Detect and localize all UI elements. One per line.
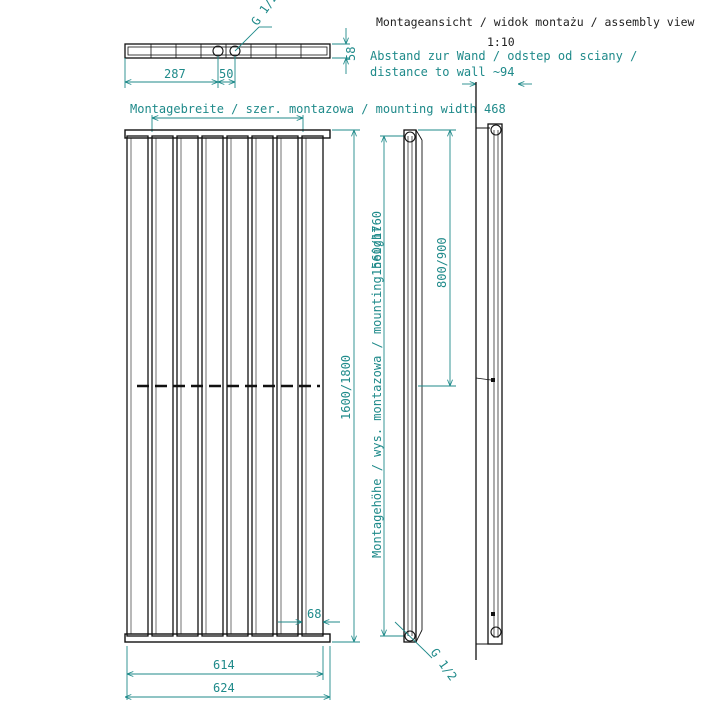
front-view: Montagebreite / szer. montazowa / mounti… [124, 102, 506, 700]
top-view: G 1/2 58 287 50 [124, 0, 358, 88]
width-inner-label: 614 [213, 658, 235, 672]
mounting-width-label: Montagebreite / szer. montazowa / mounti… [130, 102, 506, 116]
top-view-body [124, 43, 331, 59]
tube-spacing-label: 68 [307, 607, 321, 621]
top-view-segments [150, 44, 302, 58]
top-connection-label: G 1/2 [248, 0, 280, 28]
height-mount-label: 1560/1760 [370, 211, 384, 276]
height-half-label: 800/900 [435, 237, 449, 288]
side-view-panel [403, 129, 417, 643]
wall-distance-label-line2: distance to wall ~94 [370, 65, 515, 79]
side-view-top-connection [404, 131, 416, 143]
bottom-connection-label: G 1/2 [428, 646, 460, 684]
side-view-bottom-connection [404, 630, 416, 642]
side-view: G 1/2 800/900 [394, 129, 460, 684]
top-view-pipe-left [212, 45, 224, 57]
drawing-scale: 1:10 [487, 35, 515, 49]
mounting-height-dimension: 1560/1760 Montagehöhe / wys. montazowa /… [370, 135, 404, 637]
wall-side-view [475, 82, 503, 660]
mounting-height-label: Montagehöhe / wys. montazowa / mounting … [370, 226, 384, 558]
wall-view-panel [487, 123, 503, 645]
width-total-label: 624 [213, 681, 235, 695]
height-total-label: 1600/1800 [339, 355, 353, 420]
top-view-pipe-spacing-label: 50 [219, 67, 233, 81]
top-view-offset-label: 287 [164, 67, 186, 81]
wall-distance-label-line1: Abstand zur Wand / odstep od sciany / [370, 49, 637, 63]
drawing-title: Montageansicht / widok montażu / assembl… [376, 15, 695, 29]
top-view-depth-label: 58 [344, 47, 358, 61]
top-view-inner [127, 46, 328, 56]
